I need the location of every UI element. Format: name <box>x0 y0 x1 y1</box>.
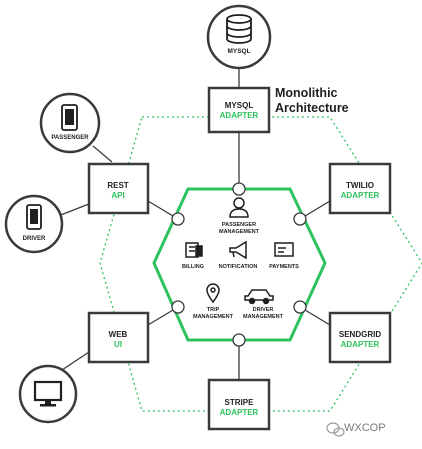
architecture-title: Monolithic Architecture <box>275 86 349 116</box>
passenger-management-label-2: MANAGEMENT <box>219 229 260 235</box>
web-ui-name: WEB <box>109 330 128 339</box>
outer-dotted-hexagon <box>99 116 422 412</box>
watermark-text: WXCOP <box>344 422 386 434</box>
passenger-phone-icon <box>61 104 78 131</box>
sendgrid-adapter-name: SENDGRID <box>339 330 381 339</box>
port-bottom-left <box>171 300 185 314</box>
title-line-2: Architecture <box>275 101 349 115</box>
passenger-management-label-1: PASSENGER <box>222 222 256 228</box>
twilio-adapter-box <box>328 162 392 215</box>
payment-card-icon <box>274 242 294 257</box>
twilio-adapter-type: ADAPTER <box>341 191 380 200</box>
database-icon <box>226 14 252 44</box>
driver-phone-icon <box>26 204 42 230</box>
billing-icon <box>185 242 203 258</box>
stripe-adapter-name: STRIPE <box>225 398 255 407</box>
port-top-right <box>293 212 307 226</box>
passenger-node-label: PASSENGER <box>51 135 89 141</box>
mysql-adapter-type: ADAPTER <box>220 111 259 120</box>
stripe-adapter-type: ADAPTER <box>220 408 259 417</box>
driver-node-label: DRIVER <box>23 236 46 242</box>
web-ui-box <box>87 311 150 364</box>
rest-api-type: API <box>111 191 124 200</box>
driver-management-label-1: DRIVER <box>253 307 274 313</box>
passenger-icon <box>229 197 249 218</box>
rest-api-box <box>87 162 150 215</box>
twilio-adapter-name: TWILIO <box>346 181 374 190</box>
web-ui-type: UI <box>114 340 122 349</box>
port-bottom <box>232 333 246 347</box>
mysql-adapter-name: MYSQL <box>225 101 254 110</box>
wechat-icon <box>326 422 345 437</box>
notification-label: NOTIFICATION <box>219 264 258 270</box>
port-top <box>232 182 246 196</box>
stripe-adapter-box <box>207 378 271 431</box>
sendgrid-adapter-box <box>328 311 392 364</box>
rest-api-name: REST <box>107 181 128 190</box>
port-bottom-right <box>293 300 307 314</box>
sendgrid-adapter-type: ADAPTER <box>341 340 380 349</box>
trip-management-label-1: TRIP <box>207 307 220 313</box>
title-line-1: Monolithic <box>275 86 338 100</box>
trip-management-label-2: MANAGEMENT <box>193 314 234 320</box>
car-icon <box>244 289 274 305</box>
payments-label: PAYMENTS <box>269 264 299 270</box>
port-top-left <box>171 212 185 226</box>
megaphone-icon <box>229 240 247 260</box>
driver-management-label-2: MANAGEMENT <box>243 314 284 320</box>
mysql-node-label: MYSQL <box>227 48 250 55</box>
monitor-icon <box>33 380 63 407</box>
map-pin-icon <box>206 283 220 304</box>
mysql-adapter-box <box>207 86 271 134</box>
core-hexagon <box>152 187 327 342</box>
billing-label: BILLING <box>182 264 204 270</box>
